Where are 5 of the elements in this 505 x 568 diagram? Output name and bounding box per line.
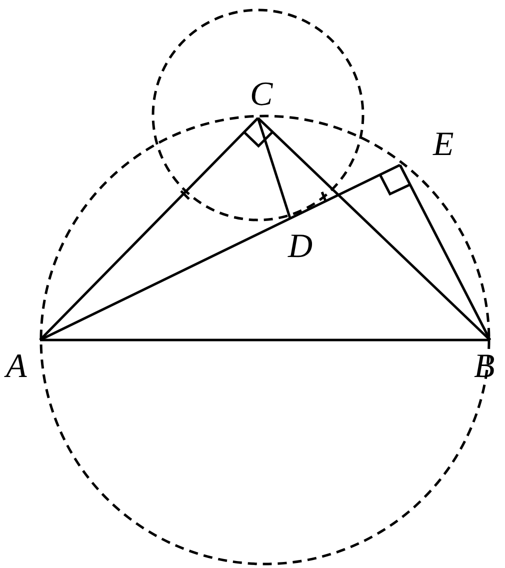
point-label: E [433,128,454,162]
point-label: D [288,230,313,264]
point-label: B [474,350,495,384]
point-label: C [250,78,273,112]
point-label: A [6,350,27,384]
